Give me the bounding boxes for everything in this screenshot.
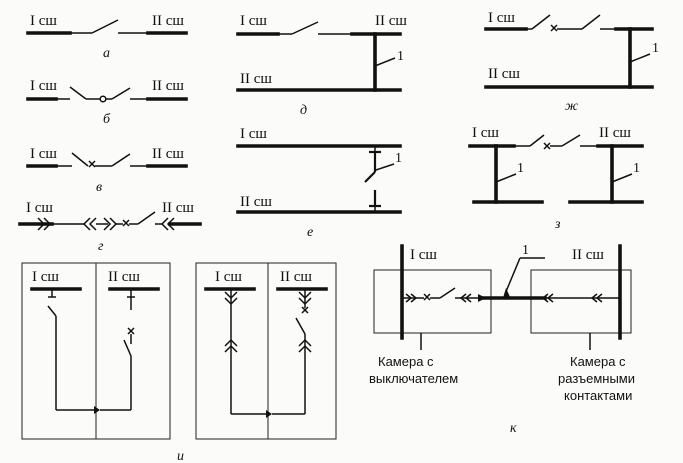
bus-1-label: I сш bbox=[30, 78, 57, 94]
bus-1-label: I сш bbox=[26, 200, 53, 216]
contact-chamber-label: контактами bbox=[564, 388, 632, 403]
caption-a: а bbox=[103, 46, 110, 61]
item-number: 1 bbox=[652, 41, 659, 56]
scheme-b: I сш II сш б bbox=[26, 78, 188, 127]
scheme-k: I сш II сш 1 Камера с выключателем Камер… bbox=[369, 243, 635, 436]
scheme-i-left: I сш II сш и bbox=[21, 262, 184, 463]
scheme-a: I сш II сш а bbox=[26, 13, 188, 61]
bus-1-label: I сш bbox=[32, 269, 59, 285]
bus-1-label: I сш bbox=[30, 13, 57, 29]
bus-1-label: I сш bbox=[30, 146, 57, 162]
breaker-chamber-label: Камера с bbox=[378, 354, 434, 369]
caption-i: и bbox=[177, 449, 184, 463]
bus-1-label: I сш bbox=[215, 269, 242, 285]
bus-1-label: I сш bbox=[410, 247, 437, 263]
bus-1-label: I сш bbox=[488, 10, 515, 26]
disconnector-blade bbox=[91, 19, 119, 34]
bus-2-label: II сш bbox=[572, 247, 604, 263]
bus-2-label: II сш bbox=[599, 125, 631, 141]
arrow-head bbox=[94, 406, 100, 414]
breaker-chamber-label: выключателем bbox=[369, 371, 458, 386]
bus-2-label: II сш bbox=[375, 13, 407, 29]
contact-chamber-label: разъемными bbox=[558, 371, 635, 386]
item-number: 1 bbox=[633, 161, 640, 176]
scheme-v: I сш II сш в bbox=[26, 146, 188, 195]
scheme-z: I сш II сш 1 1 з bbox=[468, 125, 644, 232]
leader-line bbox=[374, 57, 396, 67]
caption-d: д bbox=[300, 103, 307, 118]
caption-zh: ж bbox=[565, 99, 578, 114]
breaker-cross bbox=[88, 160, 96, 168]
caption-k: к bbox=[510, 421, 517, 436]
item-number: 1 bbox=[522, 243, 529, 258]
bus-2-label: II сш bbox=[240, 71, 272, 87]
bus-2-label: II сш bbox=[108, 269, 140, 285]
contact-chamber-box bbox=[530, 269, 632, 334]
scheme-e: I сш II сш 1 е bbox=[236, 126, 402, 240]
arrow-head bbox=[266, 410, 272, 418]
leader-line bbox=[504, 257, 521, 295]
bus-2-label: II сш bbox=[162, 200, 194, 216]
caption-v: в bbox=[96, 180, 102, 195]
breaker-symbol bbox=[99, 95, 107, 103]
bus-2-label: II сш bbox=[152, 146, 184, 162]
leader-line bbox=[629, 53, 651, 63]
caption-z: з bbox=[554, 217, 561, 232]
plug-contact bbox=[82, 217, 97, 231]
bus-1-label: I сш bbox=[240, 13, 267, 29]
breaker-cross bbox=[122, 219, 130, 227]
caption-e: е bbox=[307, 225, 313, 240]
item-number: 1 bbox=[397, 49, 404, 64]
caption-b: б bbox=[103, 112, 111, 127]
bus-1-label: I сш bbox=[240, 126, 267, 142]
caption-g: г bbox=[98, 239, 104, 254]
bus-2-label: II сш bbox=[240, 194, 272, 210]
scheme-d: I сш II сш II сш 1 д bbox=[236, 13, 407, 118]
scheme-g: I сш II сш г bbox=[18, 200, 202, 254]
contact-chamber-label: Камера с bbox=[570, 354, 626, 369]
bus-2-label: II сш bbox=[152, 78, 184, 94]
leader-line bbox=[375, 163, 395, 171]
scheme-zh: I сш II сш 1 ж bbox=[484, 10, 659, 114]
bus-1-label: I сш bbox=[472, 125, 499, 141]
bus-2-label: II сш bbox=[280, 269, 312, 285]
breaker-chamber-box bbox=[373, 269, 492, 334]
item-number: 1 bbox=[517, 161, 524, 176]
plug-contact bbox=[37, 217, 52, 231]
bus-2-label: II сш bbox=[488, 66, 520, 82]
bus-2-label: II сш bbox=[152, 13, 184, 29]
scheme-i-right: I сш II сш bbox=[195, 262, 337, 440]
item-number: 1 bbox=[395, 151, 402, 166]
